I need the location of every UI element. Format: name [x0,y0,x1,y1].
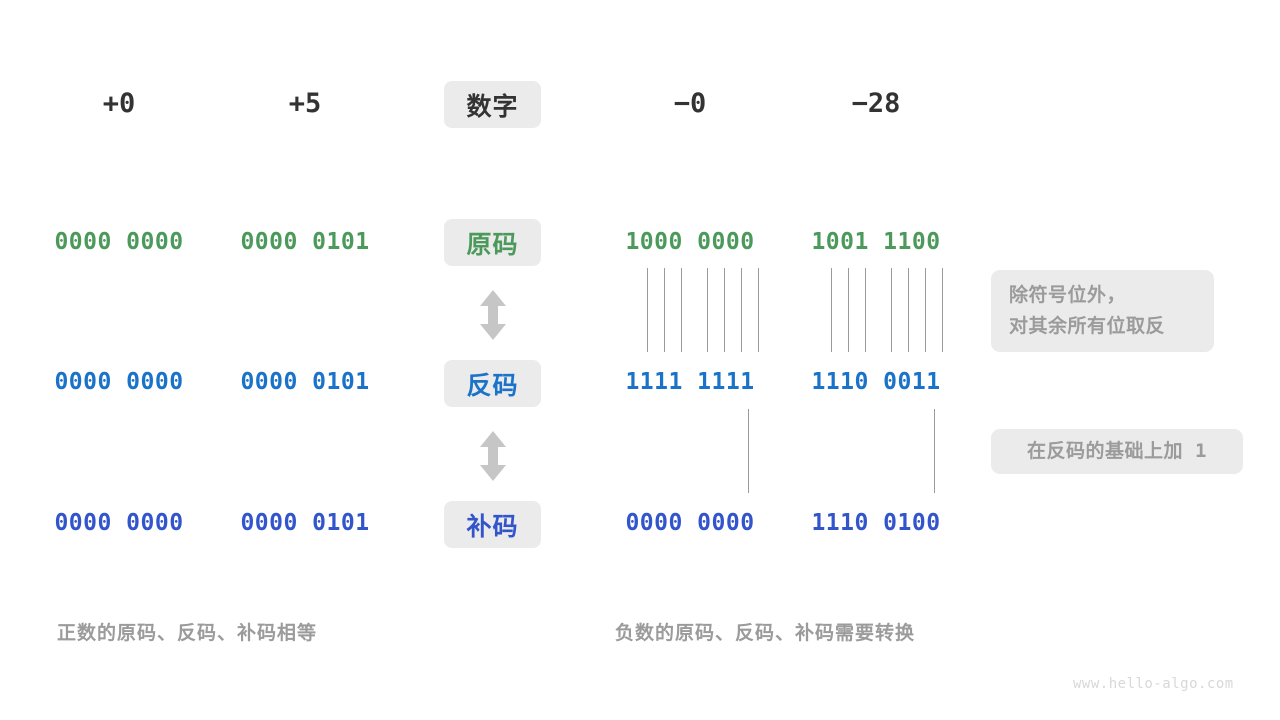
cell-twos-complement-plus-zero: 0000 0000 [54,510,184,536]
column-header-plus-five: +5 [288,88,322,119]
note-add-one-to-ones-complement: 在反码的基础上加 1 [991,429,1243,474]
double-arrow-icon [480,431,506,481]
connector-line-invert-minus-zero-bit3 [664,268,666,352]
row-label-twos-complement: 补码 [444,501,541,548]
connector-line-invert-minus-28-bit2 [831,268,833,352]
cell-true-form-plus-five: 0000 0101 [240,229,370,255]
note-invert-line-1: 除符号位外， [1009,285,1127,306]
connector-line-invert-minus-28-bit8 [942,268,944,352]
note-invert-all-but-sign-bit: 除符号位外， 对其余所有位取反 [991,270,1214,352]
connector-line-invert-minus-zero-bit8 [758,268,760,352]
connector-line-invert-minus-zero-bit7 [741,268,743,352]
connector-line-invert-minus-zero-bit6 [724,268,726,352]
connector-line-invert-minus-28-bit3 [848,268,850,352]
double-arrow-icon [480,290,506,340]
connector-line-addone-minus-28 [934,409,936,493]
connector-line-invert-minus-zero-bit4 [681,268,683,352]
column-header-minus-zero: −0 [673,88,707,119]
caption-positive-numbers: 正数的原码、反码、补码相等 [57,623,318,644]
note-add-one-value: 1 [1195,440,1207,462]
cell-twos-complement-minus-zero: 0000 0000 [625,510,755,536]
connector-line-invert-minus-28-bit4 [865,268,867,352]
cell-ones-complement-minus-twentyeight: 1110 0011 [811,369,941,395]
row-label-number: 数字 [444,81,541,128]
bidirectional-arrow-true-to-ones [477,290,509,340]
note-add-one-text: 在反码的基础上加 [1027,441,1184,462]
connector-line-invert-minus-zero-bit2 [647,268,649,352]
bidirectional-arrow-ones-to-twos [477,431,509,481]
row-label-ones-complement: 反码 [444,360,541,407]
connector-line-invert-minus-28-bit5 [891,268,893,352]
cell-twos-complement-plus-five: 0000 0101 [240,510,370,536]
cell-ones-complement-minus-zero: 1111 1111 [625,369,755,395]
cell-ones-complement-plus-zero: 0000 0000 [54,369,184,395]
connector-line-invert-minus-28-bit7 [925,268,927,352]
connector-line-addone-minus-zero [748,409,750,493]
connector-line-invert-minus-28-bit6 [908,268,910,352]
note-invert-line-2: 对其余所有位取反 [1009,316,1166,337]
caption-negative-numbers: 负数的原码、反码、补码需要转换 [615,623,916,644]
watermark-url: www.hello-algo.com [1073,676,1234,692]
cell-true-form-minus-zero: 1000 0000 [625,229,755,255]
connector-line-invert-minus-zero-bit5 [707,268,709,352]
cell-true-form-plus-zero: 0000 0000 [54,229,184,255]
column-header-plus-zero: +0 [102,88,136,119]
cell-true-form-minus-twentyeight: 1001 1100 [811,229,941,255]
cell-twos-complement-minus-twentyeight: 1110 0100 [811,510,941,536]
cell-ones-complement-plus-five: 0000 0101 [240,369,370,395]
column-header-minus-twentyeight: −28 [851,88,901,119]
row-label-true-form: 原码 [444,219,541,266]
